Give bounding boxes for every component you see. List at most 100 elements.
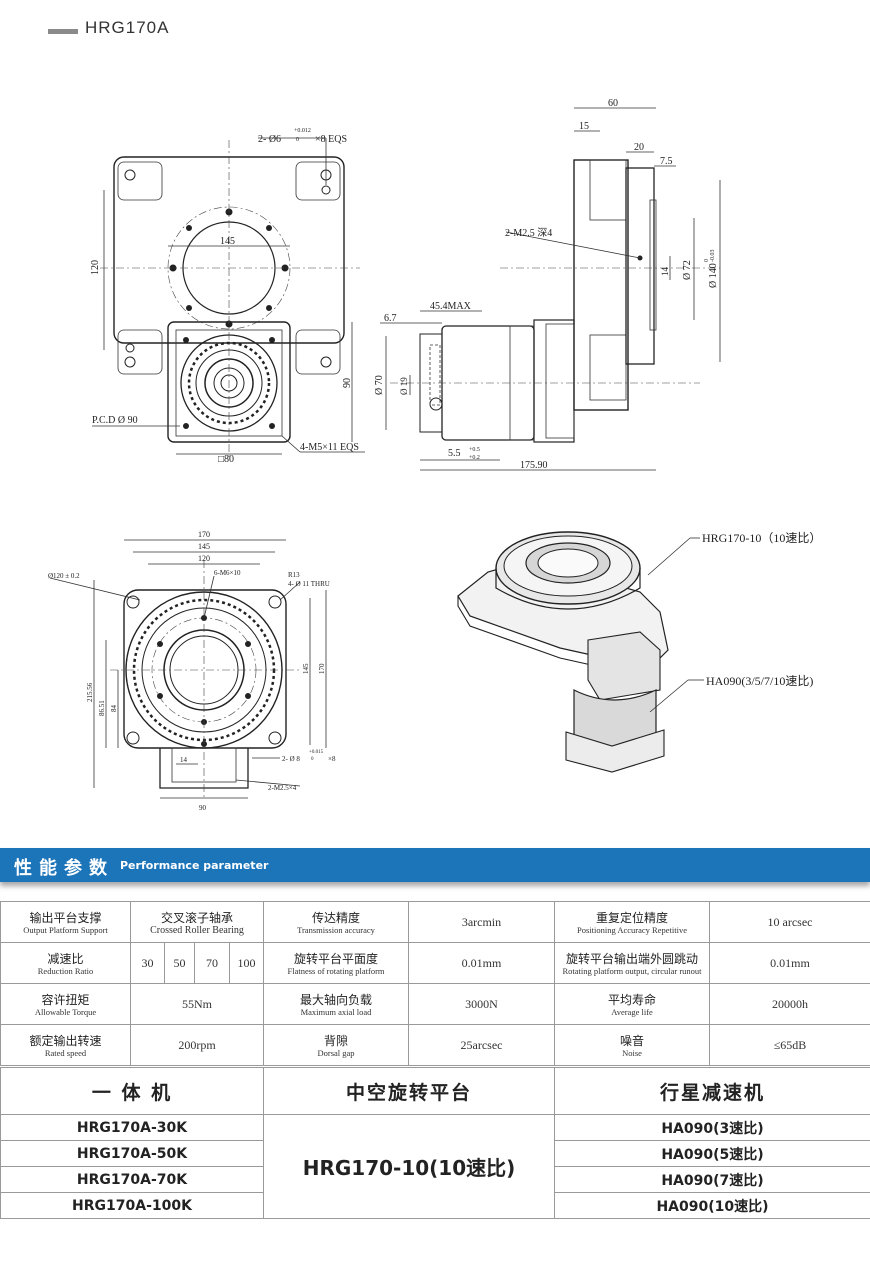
dim-120: 120 xyxy=(90,260,101,275)
models-table: 一 体 机 中空旋转平台 行星减速机 HRG170A-30K HRG170-10… xyxy=(0,1067,870,1219)
models-header-reducer: 行星减速机 xyxy=(554,1067,870,1115)
model-reducer: HA090(7速比) xyxy=(554,1166,870,1193)
bottom-view-labels: 170 145 120 6-M6×10 R13 4- Ø 11 THRU Ø12… xyxy=(48,530,336,812)
dim-72: Ø 72 xyxy=(682,260,693,280)
dim-86-51: 86.51 xyxy=(98,700,106,716)
top-view-drawing xyxy=(92,137,365,460)
ratio-value: 100 xyxy=(229,942,264,984)
model-integrated: HRG170A-100K xyxy=(0,1192,264,1219)
dim-6-7: 6.7 xyxy=(384,313,397,324)
dim-15: 15 xyxy=(579,121,589,132)
iso-label-platform: HRG170-10（10速比） xyxy=(702,531,821,545)
dim-m2-5: 2-M2.5 深4 xyxy=(505,227,552,239)
table-row: HRG170A-100K HA090(10速比) xyxy=(0,1192,870,1219)
side-view-drawing xyxy=(380,107,721,471)
param-value: 25arcsec xyxy=(408,1024,555,1066)
dim-pin-tol-bot: 0 xyxy=(311,757,314,762)
param-value: 200rpm xyxy=(130,1024,264,1066)
dim-170-vert: 170 xyxy=(318,663,326,674)
top-view-labels: 2- Ø6 +0.012 0 ×8 EQS 145 120 90 P.C.D Ø… xyxy=(90,128,359,465)
dim-215-56: 215.56 xyxy=(86,682,94,702)
param-value: 0.01mm xyxy=(408,942,555,984)
isometric-view-drawing xyxy=(457,531,704,773)
dim-140: Ø 140 xyxy=(708,263,719,288)
table-row: HRG170A-70K HA090(7速比) xyxy=(0,1166,870,1193)
model-reducer: HA090(5速比) xyxy=(554,1140,870,1167)
models-header-platform: 中空旋转平台 xyxy=(263,1067,555,1115)
dim-19: Ø 19 xyxy=(399,377,409,395)
model-reducer: HA090(10速比) xyxy=(554,1192,870,1219)
model-integrated: HRG170A-50K xyxy=(0,1140,264,1167)
dim-145: 145 xyxy=(198,542,210,551)
dim-14: 14 xyxy=(660,267,670,277)
param-value: 0.01mm xyxy=(709,942,870,984)
dim-7-5: 7.5 xyxy=(660,156,673,167)
param-value: ≤65dB xyxy=(709,1024,870,1066)
dim-140-tol-top: 0 xyxy=(704,259,710,262)
section-header: 性能参数 Performance parameter xyxy=(0,848,870,882)
dim-70: Ø 70 xyxy=(374,375,385,395)
dim-tol-top: +0.5 xyxy=(469,447,480,453)
dim-square-80: □80 xyxy=(218,454,234,465)
dim-140-tol-bot: -0.03 xyxy=(710,250,716,263)
table-row: 一 体 机 中空旋转平台 行星减速机 xyxy=(0,1067,870,1115)
bottom-view-drawing xyxy=(49,539,327,800)
dim-60: 60 xyxy=(608,98,618,109)
dim-pin-suffix: ×8 xyxy=(328,755,336,763)
dim-tol-bot: +0.2 xyxy=(469,455,480,461)
technical-drawings: 2- Ø6 +0.012 0 ×8 EQS 145 120 90 P.C.D Ø… xyxy=(48,98,821,812)
dim-r13: R13 xyxy=(288,571,300,579)
model-reducer: HA090(3速比) xyxy=(554,1114,870,1141)
section-header-en: Performance parameter xyxy=(120,859,269,872)
dim-m5: 4-M5×11 EQS xyxy=(300,442,359,453)
iso-label-reducer: HA090(3/5/7/10速比) xyxy=(706,674,813,688)
param-value: 3arcmin xyxy=(408,901,555,943)
models-header-integrated: 一 体 机 xyxy=(0,1067,264,1115)
dim-175-90: 175.90 xyxy=(520,460,548,471)
dim-m2-5: 2-M2.5×4 xyxy=(268,784,297,792)
ratio-value: 30 xyxy=(130,942,165,984)
dim-thru: 4- Ø 11 THRU xyxy=(288,580,330,588)
ratio-value: 50 xyxy=(164,942,195,984)
ratio-value: 70 xyxy=(194,942,230,984)
dim-pin-note: 2- Ø6 xyxy=(258,134,281,145)
model-platform: HRG170-10(10速比) xyxy=(263,1114,555,1219)
param-value: 20000h xyxy=(709,983,870,1025)
dim-pin: 2- Ø 8 xyxy=(282,755,300,763)
isometric-view-labels: HRG170-10（10速比） HA090(3/5/7/10速比) xyxy=(702,531,821,688)
dim-120-tol: Ø120 ± 0.2 xyxy=(48,572,80,580)
model-integrated: HRG170A-70K xyxy=(0,1166,264,1193)
dim-84: 84 xyxy=(110,705,118,713)
dim-m6: 6-M6×10 xyxy=(214,569,241,577)
section-header-cn: 性能参数 xyxy=(14,858,114,879)
dim-170: 170 xyxy=(198,530,210,539)
param-value: 10 arcsec xyxy=(709,901,870,943)
dim-120: 120 xyxy=(198,554,210,563)
table-row: HRG170A-30K HRG170-10(10速比) HA090(3速比) xyxy=(0,1114,870,1219)
dim-pcd: P.C.D Ø 90 xyxy=(92,415,138,426)
param-value: 55Nm xyxy=(130,983,264,1025)
dim-20: 20 xyxy=(634,142,644,153)
dim-5-5: 5.5 xyxy=(448,448,461,459)
dim-90: 90 xyxy=(199,804,207,812)
dim-pin-tol-top: +0.015 xyxy=(309,750,324,755)
dim-90: 90 xyxy=(342,378,353,388)
dim-pin-tol-top: +0.012 xyxy=(294,128,311,134)
dim-145: 145 xyxy=(220,236,235,247)
dim-pin-tol-bot: 0 xyxy=(296,137,299,143)
title-accent-bar xyxy=(48,29,78,34)
